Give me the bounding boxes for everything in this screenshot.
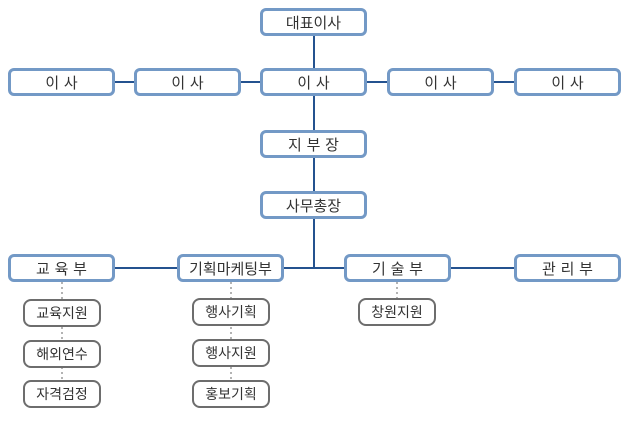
director-box-2: 이 사 bbox=[134, 68, 241, 96]
team-pr-planning: 홍보기획 bbox=[192, 380, 270, 408]
dept-technology-box: 기 술 부 bbox=[344, 254, 451, 282]
director-box-5: 이 사 bbox=[514, 68, 621, 96]
ceo-box: 대표이사 bbox=[260, 8, 367, 36]
team-event-planning: 행사기획 bbox=[192, 298, 270, 326]
branch-manager-box: 지 부 장 bbox=[260, 130, 367, 158]
team-certification-exam: 자격검정 bbox=[23, 380, 101, 408]
director-box-1: 이 사 bbox=[8, 68, 115, 96]
team-changwon-support: 창원지원 bbox=[358, 298, 436, 326]
dept-education-box: 교 육 부 bbox=[8, 254, 115, 282]
secretary-general-box: 사무총장 bbox=[260, 191, 367, 219]
dept-planning-marketing-box: 기획마케팅부 bbox=[177, 254, 284, 282]
team-education-support: 교육지원 bbox=[23, 299, 101, 327]
team-event-support: 행사지원 bbox=[192, 339, 270, 367]
dept-management-box: 관 리 부 bbox=[514, 254, 621, 282]
director-box-4: 이 사 bbox=[387, 68, 494, 96]
team-overseas-training: 해외연수 bbox=[23, 340, 101, 368]
director-box-3: 이 사 bbox=[260, 68, 367, 96]
